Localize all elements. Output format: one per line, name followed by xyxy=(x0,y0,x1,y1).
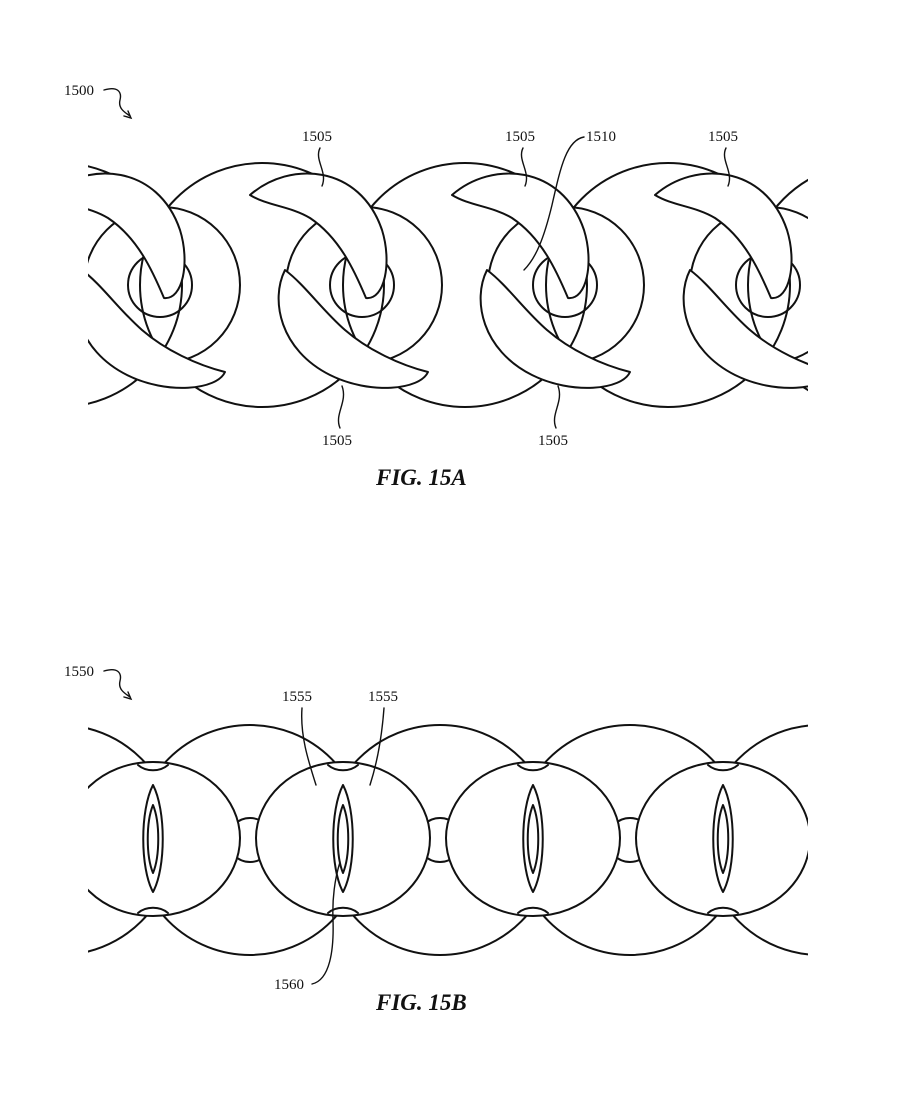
crescent-link-lower xyxy=(479,269,631,389)
crescent-link-lower xyxy=(682,269,808,389)
link-body xyxy=(445,761,621,917)
link-body xyxy=(255,761,431,917)
ref-1505-label: 1505 xyxy=(708,129,738,145)
figure-15b-caption: FIG. 15B xyxy=(375,990,467,1015)
link-notch xyxy=(517,764,549,772)
link-notch xyxy=(707,764,739,772)
link-slot xyxy=(712,784,734,893)
ring-large xyxy=(342,162,588,408)
crescent-link-lower xyxy=(277,269,429,389)
link-notch xyxy=(707,906,739,914)
ref-1505-leader xyxy=(317,147,325,187)
crescent-link-upper xyxy=(654,172,793,300)
ref-1505-label: 1505 xyxy=(538,433,568,449)
crescent-link-upper xyxy=(249,172,388,300)
ref-1505-label: 1505 xyxy=(505,129,535,145)
ref-1555-label: 1555 xyxy=(282,689,312,705)
ref-1510-label: 1510 xyxy=(586,129,616,145)
link-notch xyxy=(327,764,359,772)
ring-large xyxy=(88,165,183,405)
ref-1560-label: 1560 xyxy=(274,977,304,993)
ref-1550-arrow xyxy=(103,669,131,698)
chain-15a xyxy=(88,162,808,408)
ref-1550-arrowhead xyxy=(123,691,133,701)
ring-large xyxy=(545,162,791,408)
link-slot xyxy=(332,784,354,893)
link-notch xyxy=(327,906,359,914)
ring-large xyxy=(747,178,808,392)
ref-1505-leader xyxy=(337,385,345,429)
crescent-link-lower xyxy=(88,273,226,389)
figure-15b: 1550 xyxy=(64,664,808,1015)
ref-1555-label: 1555 xyxy=(368,689,398,705)
crescent-link-upper xyxy=(451,172,590,300)
ref-1500-arrowhead xyxy=(123,110,133,120)
ref-1500-arrow xyxy=(103,88,131,117)
link-slot xyxy=(522,784,544,893)
ring-large xyxy=(139,162,385,408)
ref-1560-leader xyxy=(311,861,341,985)
ref-1500-label: 1500 xyxy=(64,83,94,99)
ref-1555-leader xyxy=(300,707,317,786)
link-notch xyxy=(137,906,169,914)
figure-15a: 1500 xyxy=(64,83,808,490)
ref-1505-leader xyxy=(723,147,731,187)
link-body xyxy=(88,761,241,917)
link-slot xyxy=(142,784,164,893)
figure-15a-caption: FIG. 15A xyxy=(375,465,467,490)
ref-1550-label: 1550 xyxy=(64,664,94,680)
ref-1505-leader xyxy=(520,147,528,187)
link-notch xyxy=(517,906,549,914)
crescent-link-upper xyxy=(88,172,186,300)
ref-1555-leader xyxy=(369,707,385,786)
link-notch xyxy=(137,764,169,772)
ref-1510-leader xyxy=(523,136,585,271)
link-body xyxy=(635,761,808,917)
ref-1505-label: 1505 xyxy=(322,433,352,449)
ref-1505-label: 1505 xyxy=(302,129,332,145)
ref-1505-leader xyxy=(553,385,561,429)
chain-15b xyxy=(88,724,808,956)
